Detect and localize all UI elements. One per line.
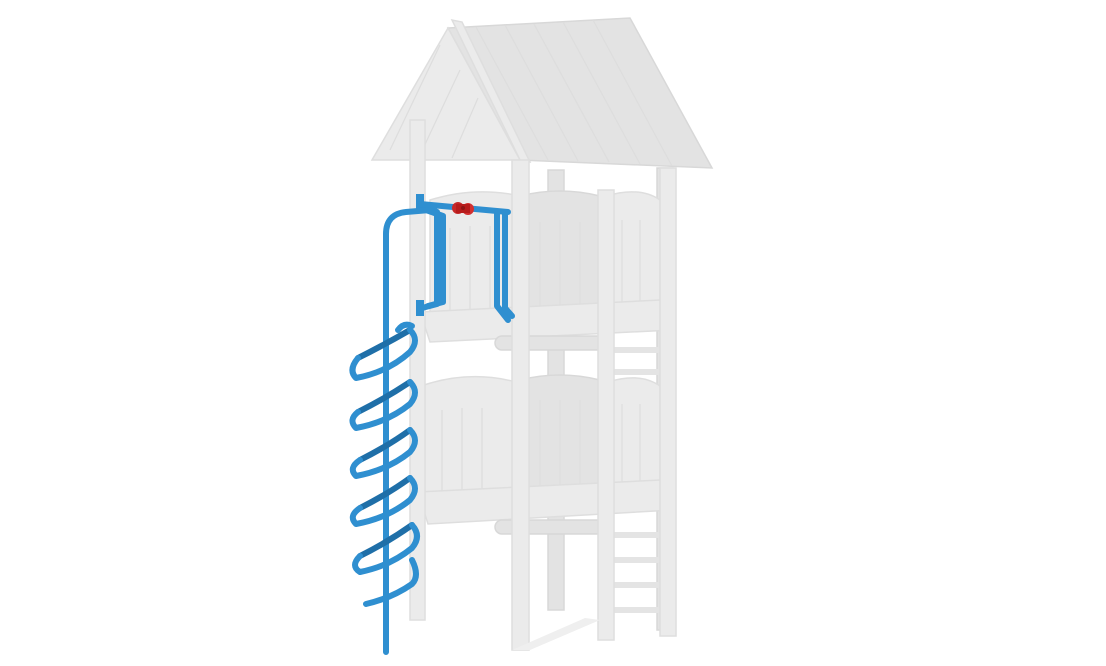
handle-loop-right-inner xyxy=(502,209,515,319)
spiral-climber xyxy=(349,194,515,655)
spiral-front xyxy=(349,327,420,607)
ladder xyxy=(609,347,661,613)
handle-loop-left-inner xyxy=(423,207,446,309)
front-post-right xyxy=(659,167,677,637)
roof xyxy=(370,17,714,169)
main-pole xyxy=(383,207,433,655)
roof-left-panel xyxy=(370,26,522,161)
spiral-top-hook xyxy=(395,321,415,333)
lower-panel-right xyxy=(607,377,661,491)
front-post-left xyxy=(511,159,530,651)
spiral-back xyxy=(355,327,415,559)
tower xyxy=(370,17,714,651)
ground-shadow xyxy=(512,618,600,650)
lower-panels xyxy=(423,374,661,501)
red-clamp xyxy=(452,202,474,215)
handle-loop-right-outer xyxy=(494,209,511,323)
lower-panel-left xyxy=(423,375,517,501)
front-post-mid xyxy=(597,189,615,641)
roof-ridge-front xyxy=(450,18,532,164)
spiral-bottom-end xyxy=(363,557,419,607)
